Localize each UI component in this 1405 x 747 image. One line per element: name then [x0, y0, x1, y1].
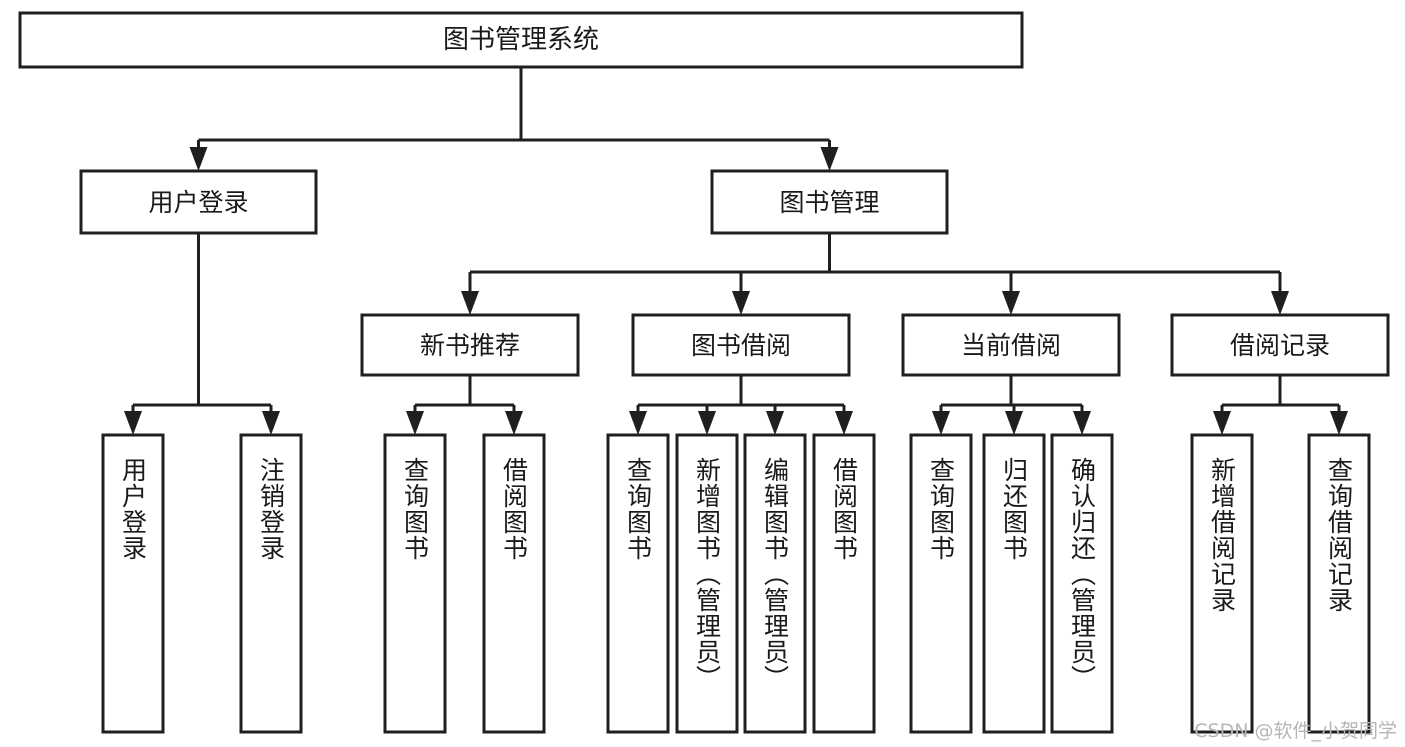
- arrow-head-icon: [124, 411, 142, 435]
- node-leaf-borrow-book-2[interactable]: [812, 433, 876, 734]
- arrow-head-icon: [189, 147, 208, 171]
- node-leaf-query-book-2[interactable]: [606, 433, 670, 734]
- node-current-borrow[interactable]: [901, 313, 1121, 377]
- arrow-head-icon: [698, 411, 716, 435]
- node-leaf-confirm-return[interactable]: [1050, 433, 1114, 734]
- node-root[interactable]: [18, 11, 1024, 69]
- node-leaf-return-book[interactable]: [982, 433, 1046, 734]
- node-borrow-records[interactable]: [1170, 313, 1390, 377]
- arrow-head-icon: [1330, 411, 1348, 435]
- arrow-head-icon: [766, 411, 784, 435]
- arrow-head-icon: [820, 147, 839, 171]
- node-leaf-borrow-book-1[interactable]: [482, 433, 546, 734]
- node-leaf-add-record[interactable]: [1190, 433, 1254, 734]
- node-user-login[interactable]: [79, 169, 318, 235]
- node-book-borrow[interactable]: [631, 313, 851, 377]
- node-book-management[interactable]: [710, 169, 949, 235]
- arrow-head-icon: [461, 291, 479, 315]
- node-new-book-recommend[interactable]: [360, 313, 580, 377]
- node-leaf-query-book-3[interactable]: [909, 433, 973, 734]
- node-leaf-add-book[interactable]: [675, 433, 739, 734]
- node-leaf-edit-book[interactable]: [743, 433, 807, 734]
- arrow-head-icon: [1213, 411, 1231, 435]
- arrow-head-icon: [1271, 291, 1289, 315]
- arrow-head-icon: [406, 411, 424, 435]
- node-leaf-user-logout[interactable]: [239, 433, 303, 734]
- arrow-head-icon: [505, 411, 523, 435]
- arrow-head-icon: [1005, 411, 1023, 435]
- arrow-head-icon: [629, 411, 647, 435]
- nodes-group: [18, 11, 1390, 734]
- arrow-head-icon: [835, 411, 853, 435]
- node-leaf-query-record[interactable]: [1307, 433, 1371, 734]
- edges-group: [124, 67, 1348, 435]
- node-leaf-user-login[interactable]: [101, 433, 165, 734]
- arrow-head-icon: [262, 411, 280, 435]
- arrow-head-icon: [732, 291, 750, 315]
- arrow-head-icon: [1073, 411, 1091, 435]
- arrow-head-icon: [1002, 291, 1020, 315]
- arrow-head-icon: [932, 411, 950, 435]
- node-leaf-query-book-1[interactable]: [383, 433, 447, 734]
